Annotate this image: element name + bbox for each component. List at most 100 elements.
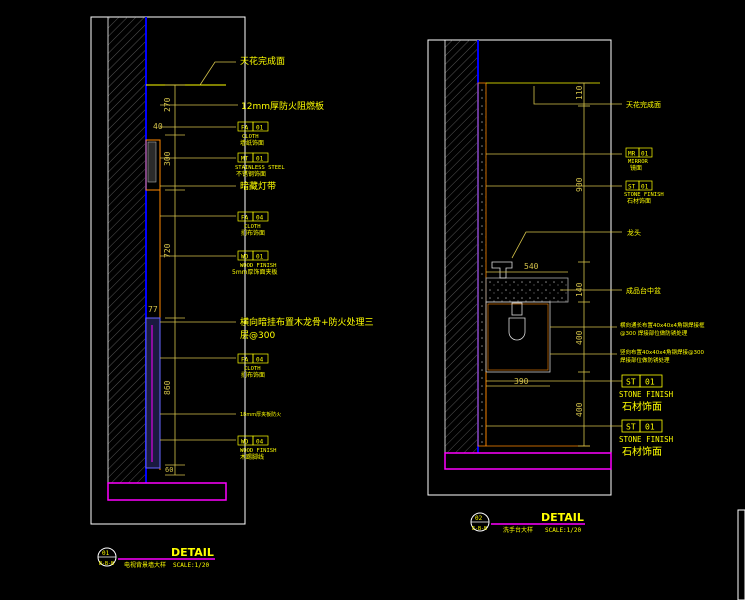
left-light-slot	[145, 139, 161, 191]
dim-900: 900	[575, 177, 584, 192]
right-note-ceiling: 天花完成面	[626, 100, 661, 109]
left-floor	[107, 482, 227, 501]
note-light-slot: 暗藏灯带	[240, 180, 276, 192]
right-note-frame-3: 竖向布置40x40x4角钢焊接@300	[620, 348, 705, 356]
right-title-detail: DETAIL	[541, 511, 584, 524]
svg-text:MR: MR	[628, 151, 636, 158]
left-tag-6: WD 04 WOOD FINISH 木踢脚线	[237, 435, 276, 461]
svg-text:01: 01	[641, 184, 649, 191]
svg-text:B-B-B: B-B-B	[99, 561, 114, 567]
right-tag-stone-2: ST 01 STONE FINISH 石材饰面	[619, 419, 674, 458]
left-fabric-panel	[145, 317, 161, 469]
svg-text:ST: ST	[626, 423, 636, 432]
left-scale: SCALE:1/20	[173, 562, 210, 569]
svg-text:01: 01	[102, 550, 110, 557]
note-ceiling-finish: 天花完成面	[240, 55, 285, 67]
svg-text:不锈钢饰面: 不锈钢饰面	[236, 170, 266, 178]
svg-text:镜面: 镜面	[630, 164, 642, 172]
dim-300: 300	[163, 151, 172, 166]
left-tag-1: FA 01 CLOTH 墙纸饰面	[237, 121, 269, 147]
right-scale: SCALE:1/20	[545, 527, 582, 534]
svg-text:石材饰面: 石材饰面	[622, 445, 662, 458]
dim-110: 110	[575, 85, 584, 100]
svg-text:扪布饰面: 扪布饰面	[241, 229, 265, 237]
svg-text:MT: MT	[241, 156, 249, 163]
svg-text:石材饰面: 石材饰面	[622, 400, 662, 413]
svg-text:FA: FA	[241, 215, 249, 222]
svg-text:MIRROR: MIRROR	[628, 159, 649, 165]
left-subtitle: 电视背景墙大样	[124, 561, 166, 569]
svg-text:STAINLESS STEEL: STAINLESS STEEL	[235, 165, 285, 171]
right-note-frame-4: 焊接部位做防锈处理	[620, 356, 670, 364]
right-subtitle: 洗手台大样	[503, 526, 533, 534]
dim-60: 60	[165, 466, 173, 474]
dim-390: 390	[514, 377, 529, 386]
svg-text:01: 01	[645, 378, 655, 387]
svg-text:01: 01	[256, 156, 264, 163]
svg-text:WD: WD	[241, 439, 249, 446]
svg-text:ST: ST	[628, 184, 636, 191]
left-tag-5: FA 04 CLOTH 扪布饰面	[237, 353, 269, 379]
right-detail: 110 900 140 400 400 540 390 天花完成面 MR 01	[427, 39, 705, 534]
right-cabinet	[485, 301, 551, 373]
edge-frame	[737, 509, 745, 600]
right-tag-mirror: MR 01 MIRROR 镜面	[625, 147, 653, 172]
svg-text:木踢脚线: 木踢脚线	[240, 453, 264, 461]
svg-text:01: 01	[256, 254, 264, 261]
right-wall	[444, 39, 479, 454]
svg-text:WD: WD	[241, 254, 249, 261]
right-tag-stone-1: ST 01 STONE FINISH 石材饰面	[619, 374, 674, 413]
svg-text:石材饰面: 石材饰面	[627, 197, 651, 205]
left-frame	[90, 16, 246, 525]
svg-text:STONE FINISH: STONE FINISH	[624, 192, 664, 198]
right-note-faucet: 龙头	[627, 228, 641, 237]
right-tag-stone-small: ST 01 STONE FINISH 石材饰面	[624, 180, 664, 205]
svg-text:5mm厚饰面夹板: 5mm厚饰面夹板	[232, 268, 278, 276]
dim-860: 860	[163, 380, 172, 395]
right-note-frame-1: 横向通长布置40x40x4角钢焊接框	[620, 321, 705, 329]
right-note-basin: 成品台中盆	[626, 286, 661, 295]
svg-text:STONE FINISH: STONE FINISH	[619, 390, 674, 399]
left-tag-2: MT 01 STAINLESS STEEL 不锈钢饰面	[235, 152, 285, 178]
svg-text:STONE FINISH: STONE FINISH	[619, 435, 674, 444]
svg-text:04: 04	[256, 357, 264, 364]
right-stone-cladding	[477, 82, 487, 447]
svg-text:04: 04	[256, 215, 264, 222]
svg-text:FA: FA	[241, 125, 249, 132]
svg-text:04: 04	[256, 439, 264, 446]
right-counter	[485, 277, 569, 303]
svg-text:扪布饰面: 扪布饰面	[241, 371, 265, 379]
dim-400-b: 400	[575, 402, 584, 417]
dim-720: 720	[163, 243, 172, 258]
dim-540: 540	[524, 262, 539, 271]
right-floor	[444, 452, 612, 470]
svg-text:E-B-B: E-B-B	[472, 526, 487, 532]
right-title-block: 02 E-B-B DETAIL 洗手台大样 SCALE:1/20	[470, 511, 585, 534]
right-faucet	[491, 261, 513, 279]
left-tag-4: WD 01 WOOD FINISH 5mm厚饰面夹板	[232, 250, 278, 276]
svg-text:01: 01	[645, 423, 655, 432]
note-fireproof-board: 12mm厚防火阻燃板	[241, 100, 324, 112]
left-tag-3: FA 04 CLOTH 扪布饰面	[237, 211, 269, 237]
note-frame-line2: 层@300	[240, 330, 275, 341]
svg-text:CLOTH: CLOTH	[242, 134, 259, 140]
note-small: 18mm厚夹板防火	[240, 411, 281, 418]
dim-400-a: 400	[575, 330, 584, 345]
right-frame	[427, 39, 612, 496]
svg-text:CLOTH: CLOTH	[244, 366, 261, 372]
note-frame-line1: 横向暗挂布置木龙骨+防火处理三	[240, 316, 374, 328]
svg-text:WOOD FINISH: WOOD FINISH	[240, 448, 276, 454]
svg-text:FA: FA	[241, 357, 249, 364]
right-note-frame-2: @300 焊接部位做防锈处理	[620, 329, 688, 337]
svg-text:CLOTH: CLOTH	[244, 224, 261, 230]
svg-text:墙纸饰面: 墙纸饰面	[240, 139, 264, 147]
svg-text:WOOD FINISH: WOOD FINISH	[240, 263, 276, 269]
left-wall	[107, 16, 147, 484]
svg-text:ST: ST	[626, 378, 636, 387]
dim-40: 40	[153, 122, 163, 131]
svg-text:01: 01	[641, 151, 649, 158]
right-drain-trap	[508, 317, 526, 341]
dim-77: 77	[148, 305, 158, 314]
svg-text:01: 01	[256, 125, 264, 132]
